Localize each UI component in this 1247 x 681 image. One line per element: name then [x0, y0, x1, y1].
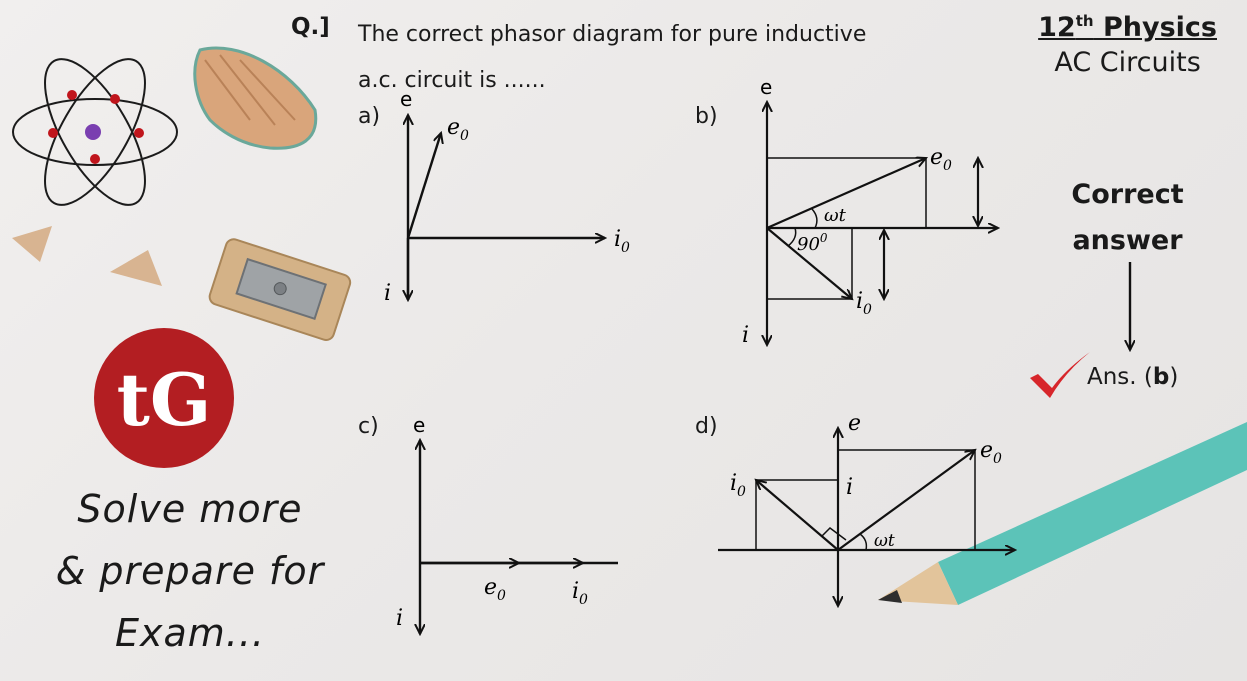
slogan: Solve more & prepare for Exam... [40, 478, 340, 664]
question-line-1: The correct phasor diagram for pure indu… [358, 22, 867, 47]
diagram-a-e-label: e [400, 87, 412, 111]
question-text: The correct phasor diagram for pure indu… [358, 12, 978, 104]
subject-topic: AC Circuits [1054, 47, 1201, 78]
pencil-icon [878, 422, 1247, 605]
answer-text: Ans. (b) [1087, 364, 1179, 390]
diagram-a [408, 115, 605, 300]
diagram-d-e-label: e [848, 411, 861, 436]
question-number: Q.] [291, 14, 330, 40]
answer-value: b [1152, 364, 1170, 390]
wood-chip-icon [12, 226, 52, 262]
svg-text:tG: tG [117, 357, 212, 442]
diagram-b-angle-label: 900 [797, 231, 828, 255]
diagram-c-e-label: e [413, 413, 425, 437]
wood-chip-icon [110, 250, 162, 286]
option-c-label: c) [358, 414, 379, 439]
diagram-c-i-label: i [396, 606, 403, 631]
correct-line-2: answer [1072, 225, 1183, 256]
diagram-a-e0-label: e0 [447, 115, 469, 144]
subject-title: 12th Physics [1038, 12, 1217, 43]
slogan-line-3: Exam... [114, 611, 266, 655]
diagram-c-e0-label: e0 [484, 575, 506, 604]
diagram-b-e0-label: e0 [930, 145, 952, 174]
diagram-d-i-label: i [846, 475, 853, 500]
correct-answer-heading: Correct answer [1060, 172, 1195, 264]
diagram-b-i-label: i [742, 323, 749, 348]
slogan-line-2: & prepare for [55, 549, 325, 593]
diagram-b-i0-label: i0 [856, 289, 872, 318]
question-line-2: a.c. circuit is ...... [358, 68, 546, 93]
atom-icon [12, 58, 178, 206]
sharpener-icon [208, 238, 352, 341]
logo: tG [94, 328, 234, 468]
correct-line-1: Correct [1071, 179, 1184, 210]
diagram-d-e0-label: e0 [980, 438, 1002, 467]
option-d-label: d) [695, 414, 718, 439]
option-b-label: b) [695, 104, 718, 129]
diagram-a-i0-label: i0 [614, 227, 630, 256]
diagram-b-e-label: e [760, 75, 772, 99]
option-a-label: a) [358, 104, 381, 129]
diagram-b-wt-label: ωt [824, 205, 847, 226]
subject-heading: 12th Physics AC Circuits [1038, 12, 1217, 78]
diagram-c [420, 440, 618, 634]
diagram-c-i0-label: i0 [572, 579, 588, 608]
diagram-a-i-label: i [384, 281, 391, 306]
diagram-b [767, 102, 998, 345]
diagram-d-i0-label: i0 [730, 471, 746, 500]
diagram-d [718, 428, 1015, 606]
checkmark-icon [1030, 352, 1090, 398]
slogan-line-1: Solve more [77, 487, 303, 531]
pencil-shaving-icon [193, 46, 318, 150]
diagram-d-wt-label: ωt [874, 531, 895, 551]
